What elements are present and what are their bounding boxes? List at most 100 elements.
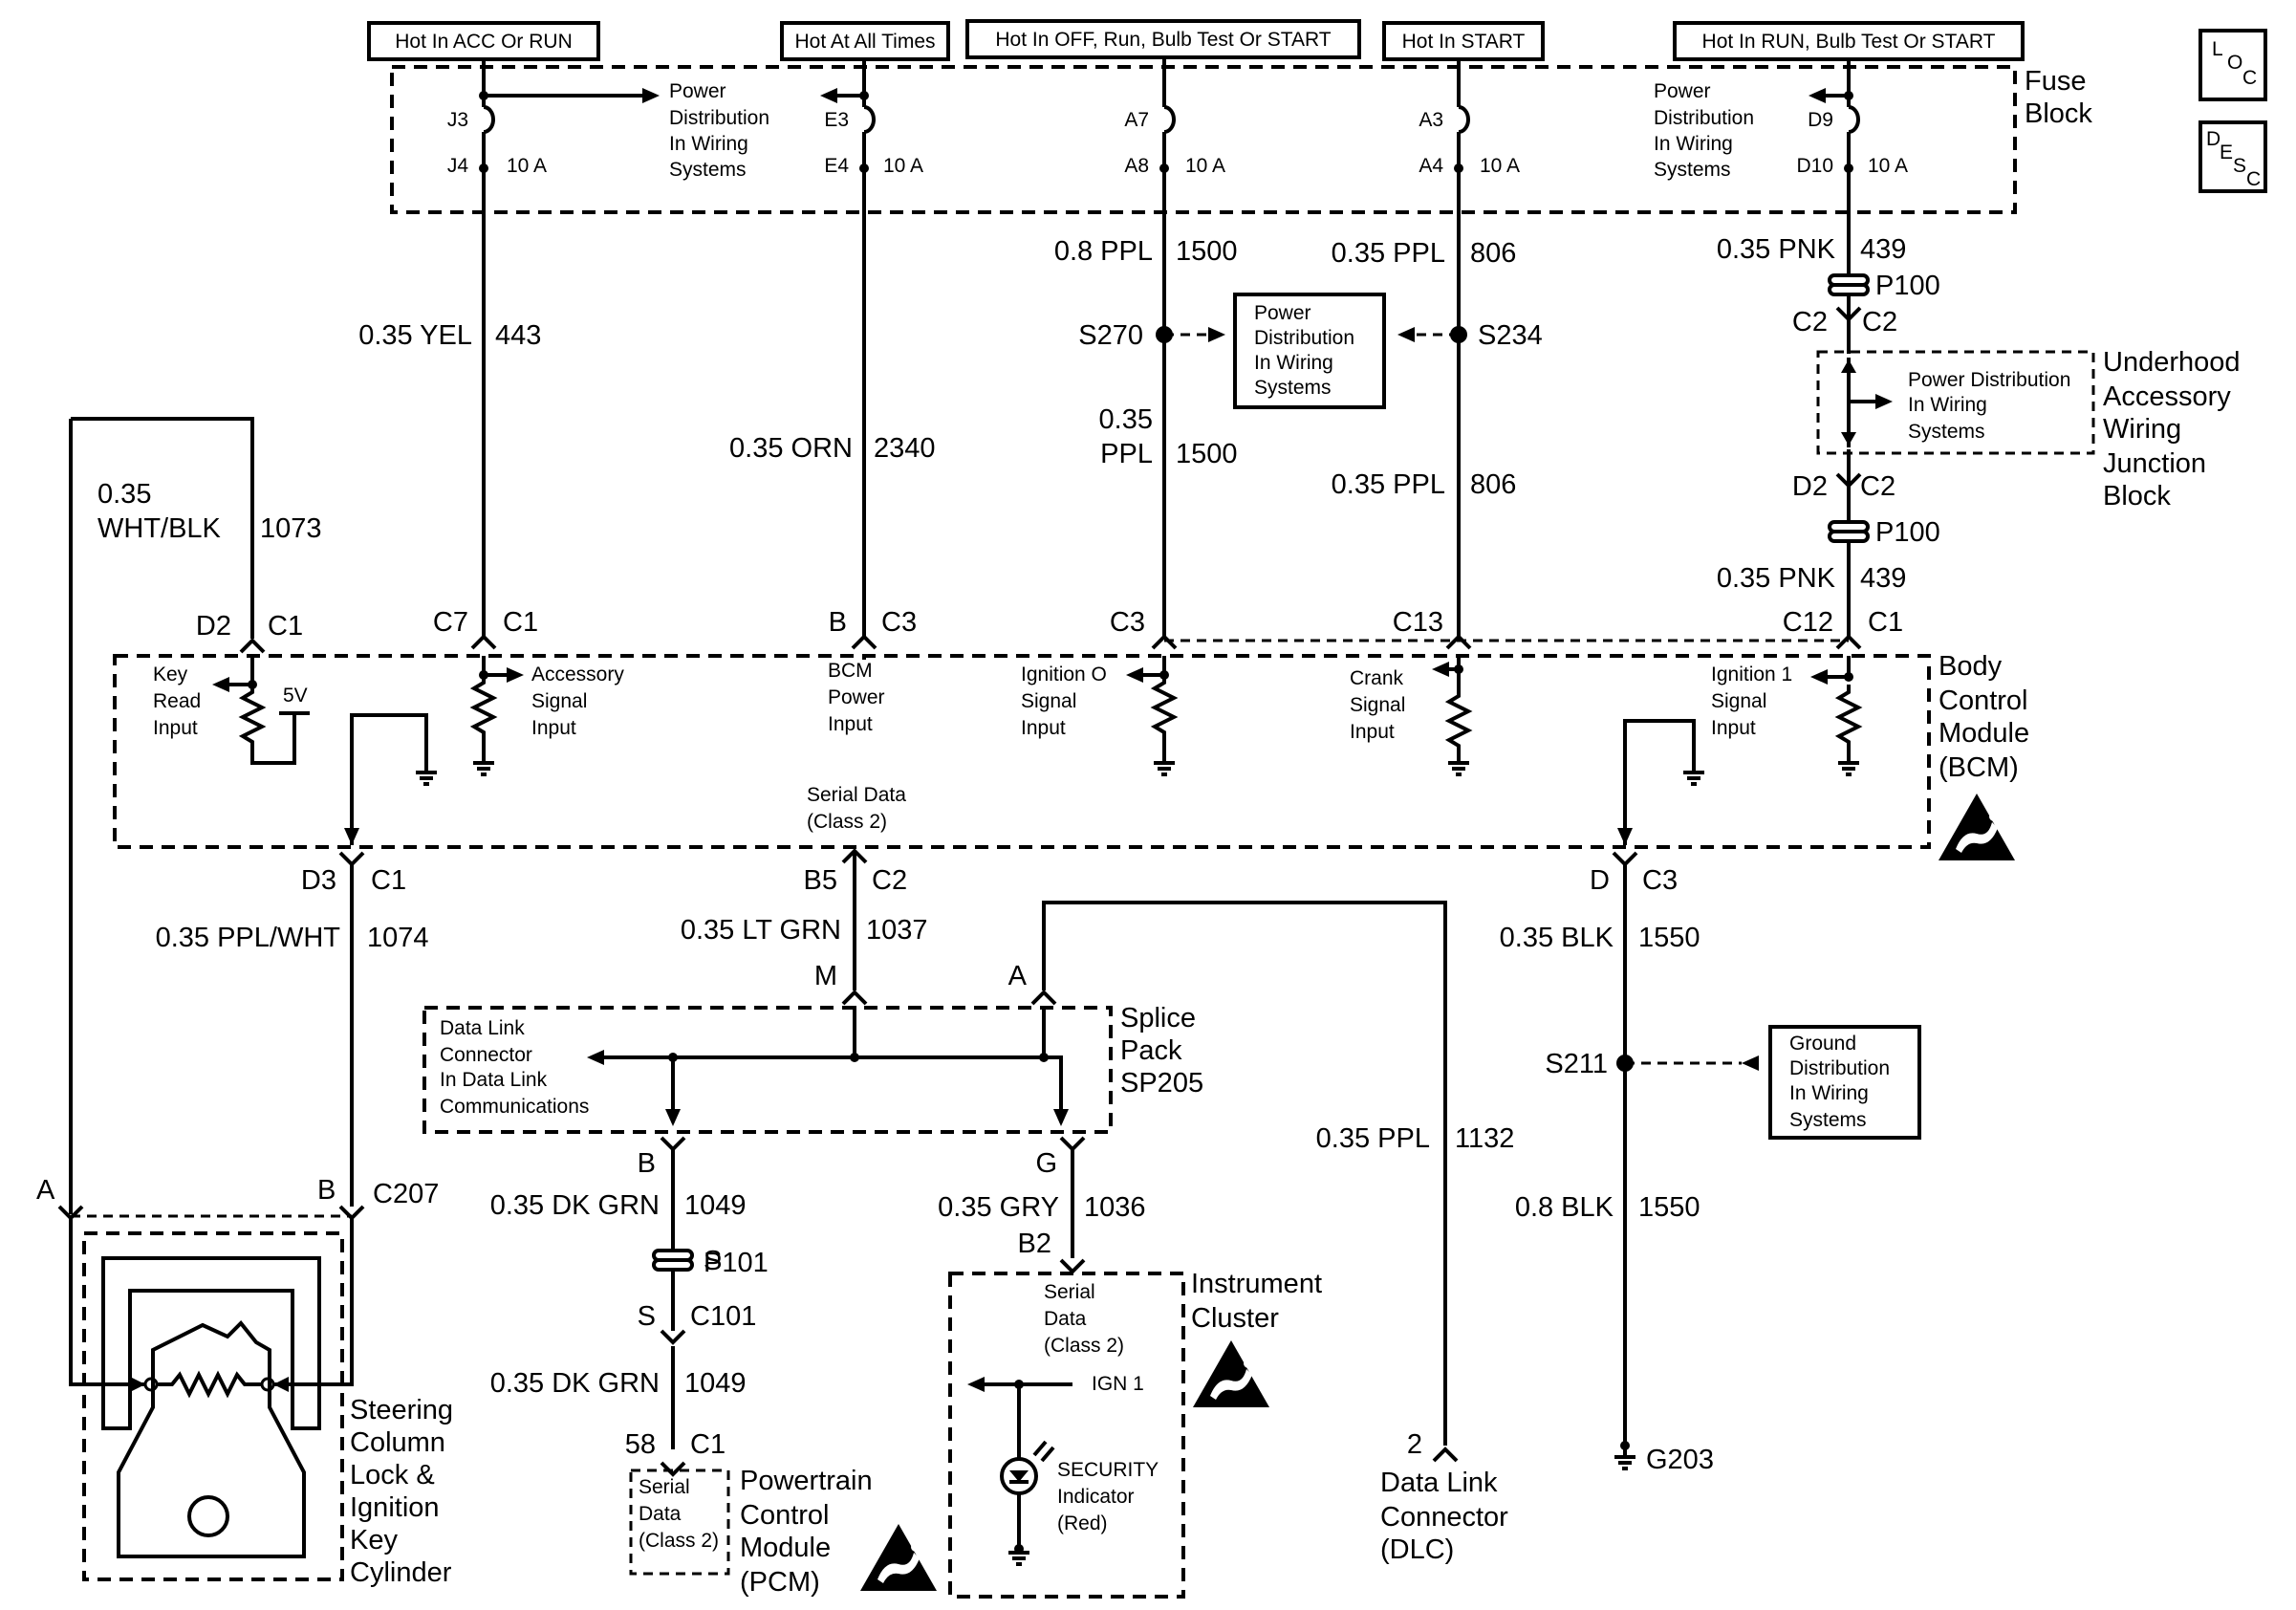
svg-text:B: B (317, 1175, 336, 1206)
svg-text:Connector: Connector (440, 1044, 532, 1066)
svg-text:C1: C1 (1868, 607, 1903, 638)
svg-text:1073: 1073 (260, 513, 322, 544)
wire-labels-top: 0.35 YEL 443 0.35 ORN 2340 0.8 PPL 1500 … (97, 234, 1906, 594)
svg-text:C3: C3 (1110, 607, 1145, 638)
svg-text:Key: Key (350, 1525, 398, 1556)
svg-text:O: O (2227, 52, 2242, 74)
svg-text:Data Link: Data Link (1380, 1468, 1498, 1498)
desc-icon[interactable]: D E S C (2199, 120, 2267, 193)
svg-text:C3: C3 (881, 607, 917, 638)
svg-text:0.35 PPL/WHT: 0.35 PPL/WHT (156, 923, 341, 953)
svg-text:C1: C1 (503, 607, 538, 638)
svg-text:10 A: 10 A (507, 155, 547, 177)
fuse-block: Fuse Block Power Distribution In Wiring … (390, 57, 2092, 214)
svg-text:Signal: Signal (531, 690, 587, 712)
svg-text:Block: Block (2025, 98, 2092, 129)
svg-text:S270: S270 (1078, 320, 1143, 351)
svg-text:Power: Power (1254, 302, 1311, 324)
svg-text:10 A: 10 A (1480, 155, 1520, 177)
power-source-labels: Hot In ACC Or RUN Hot At All Times Hot I… (367, 19, 2025, 61)
svg-text:C101: C101 (690, 1301, 756, 1332)
svg-text:(DLC): (DLC) (1380, 1534, 1454, 1565)
svg-text:C1: C1 (371, 865, 406, 896)
svg-text:Junction: Junction (2103, 448, 2206, 479)
svg-text:SECURITY: SECURITY (1057, 1459, 1159, 1481)
svg-text:A4: A4 (1419, 155, 1443, 177)
svg-text:L: L (2212, 38, 2223, 60)
svg-text:Connector: Connector (1380, 1502, 1508, 1533)
svg-text:10 A: 10 A (1868, 155, 1908, 177)
svg-text:1550: 1550 (1638, 1192, 1700, 1223)
svg-text:E4: E4 (824, 155, 849, 177)
svg-text:0.35 GRY: 0.35 GRY (938, 1192, 1059, 1223)
wire-443-circuit: 443 (495, 320, 541, 351)
svg-text:G203: G203 (1646, 1445, 1714, 1475)
svg-text:C2: C2 (1862, 307, 1897, 337)
svg-text:C: C (2246, 168, 2261, 190)
svg-text:10 A: 10 A (883, 155, 923, 177)
svg-text:A: A (36, 1175, 55, 1206)
splice-s234: S234 (1397, 320, 1543, 351)
svg-text:D2: D2 (196, 611, 231, 642)
svg-text:J4: J4 (447, 155, 469, 177)
svg-text:1037: 1037 (866, 915, 928, 946)
svg-text:Serial Data: Serial Data (807, 784, 906, 806)
svg-text:Accessory: Accessory (2103, 381, 2231, 412)
svg-text:Distribution: Distribution (1254, 327, 1354, 349)
svg-text:D9: D9 (1808, 109, 1833, 131)
steering-column-lock: A B C207 Steering Column Lock & Ignition… (36, 1175, 453, 1588)
loc-icon[interactable]: L O C (2199, 29, 2267, 101)
svg-text:S211: S211 (1545, 1049, 1608, 1079)
svg-text:S: S (638, 1301, 656, 1332)
svg-text:J3: J3 (447, 109, 468, 131)
source-run-bulb: Hot In RUN, Bulb Test Or START (1702, 31, 1996, 53)
svg-text:Column: Column (350, 1427, 445, 1458)
svg-text:Signal: Signal (1350, 694, 1405, 716)
svg-text:Power Distribution: Power Distribution (1908, 369, 2070, 391)
svg-text:G: G (1035, 1148, 1057, 1179)
svg-text:In Wiring: In Wiring (669, 133, 748, 155)
svg-text:(Class 2): (Class 2) (1044, 1335, 1124, 1357)
svg-text:0.35 DK GRN: 0.35 DK GRN (490, 1190, 660, 1221)
svg-text:D10: D10 (1796, 155, 1833, 177)
svg-text:0.35: 0.35 (97, 479, 151, 510)
svg-text:D: D (2206, 128, 2220, 150)
svg-text:Distribution: Distribution (1789, 1057, 1890, 1079)
svg-text:B: B (829, 607, 847, 638)
power-feed-wires (69, 168, 1851, 1214)
svg-text:C1: C1 (268, 611, 303, 642)
svg-text:Block: Block (2103, 481, 2171, 511)
svg-text:Input: Input (153, 717, 198, 739)
svg-text:C: C (2242, 67, 2257, 89)
svg-text:In Wiring: In Wiring (1908, 394, 1987, 416)
svg-text:1036: 1036 (1084, 1192, 1146, 1223)
svg-text:Distribution: Distribution (1654, 107, 1754, 129)
svg-text:(BCM): (BCM) (1939, 752, 2019, 783)
data-link-connector: 2 Data Link Connector (DLC) (1380, 1429, 1508, 1565)
splice-s211: S211 Ground Distribution In Wiring Syste… (1545, 1025, 1921, 1140)
svg-text:Ignition 1: Ignition 1 (1711, 664, 1792, 685)
svg-text:Splice: Splice (1120, 1003, 1196, 1033)
svg-text:BCM: BCM (828, 660, 873, 682)
svg-text:806: 806 (1470, 469, 1516, 500)
svg-text:Serial: Serial (1044, 1281, 1095, 1303)
svg-text:Ignition: Ignition (350, 1492, 440, 1523)
svg-text:0.35 BLK: 0.35 BLK (1500, 923, 1614, 953)
svg-text:5V: 5V (283, 685, 308, 707)
svg-text:C1: C1 (690, 1429, 726, 1460)
svg-text:0.35 PPL: 0.35 PPL (1332, 469, 1445, 500)
svg-text:A: A (1008, 961, 1028, 991)
svg-text:D2: D2 (1792, 471, 1828, 502)
svg-text:Control: Control (1939, 685, 2028, 716)
esd-warning-icon (1939, 794, 2015, 860)
svg-text:In Data Link: In Data Link (440, 1069, 548, 1091)
svg-text:0.35 DK GRN: 0.35 DK GRN (490, 1368, 660, 1399)
svg-text:1049: 1049 (684, 1368, 747, 1399)
svg-text:C13: C13 (1393, 607, 1443, 638)
svg-text:A3: A3 (1419, 109, 1443, 131)
svg-text:58: 58 (625, 1429, 656, 1460)
svg-text:Power: Power (669, 80, 726, 102)
svg-text:1049: 1049 (684, 1190, 747, 1221)
svg-text:Wiring: Wiring (2103, 414, 2181, 445)
